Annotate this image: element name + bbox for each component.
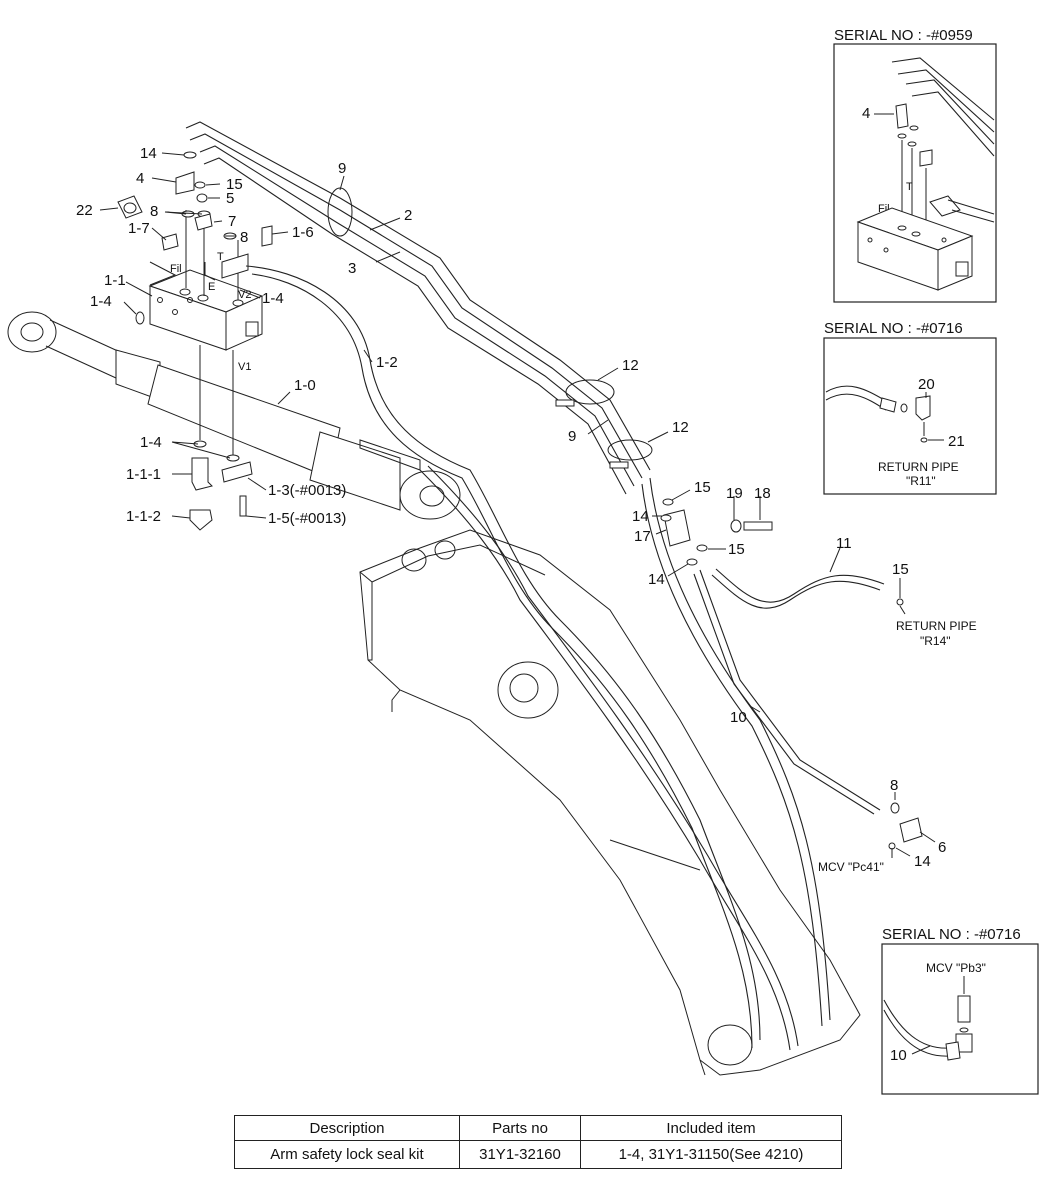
callout-15-c: 15: [728, 541, 745, 558]
callout-1-1-2: 1-1-2: [126, 508, 161, 525]
callout-10: 10: [730, 709, 747, 726]
callout-14-c: 14: [648, 571, 665, 588]
callout-9: 9: [338, 160, 346, 177]
inset-callout-10: 10: [890, 1047, 907, 1064]
callout-labels: 14 4 15 5 22 8 7 1-7 8 1-6 9 2 3 1-1 1-4…: [76, 145, 977, 874]
cell-description: Arm safety lock seal kit: [234, 1140, 460, 1169]
header-parts-no: Parts no: [459, 1115, 581, 1141]
inset-serial-0716-b: SERIAL NO : -#0716 MCV "Pb3" 10: [881, 926, 1039, 1095]
callout-8-c: 8: [890, 777, 898, 794]
callout-14-b: 14: [632, 508, 649, 525]
hose-lines: [185, 121, 885, 1051]
callout-12: 12: [622, 357, 639, 374]
callout-1-4-a: 1-4: [90, 293, 112, 310]
callout-8: 8: [150, 203, 158, 220]
cell-included-item: 1-4, 31Y1-31150(See 4210): [580, 1140, 842, 1169]
inset-title-0716-b: SERIAL NO : -#0716: [882, 926, 1021, 943]
callout-15-d: 15: [892, 561, 909, 578]
callout-5: 5: [226, 190, 234, 207]
note-mcv-pb3: MCV "Pb3": [926, 961, 986, 975]
safety-valve-block: Fil T E V2 V1: [148, 210, 264, 455]
note-r14: "R14": [920, 634, 951, 648]
arm-structure: [359, 529, 861, 1076]
callout-1-1: 1-1: [104, 272, 126, 289]
note-r11: "R11": [906, 474, 936, 488]
inset-callout-4: 4: [862, 105, 870, 122]
callout-9-b: 9: [568, 428, 576, 445]
callout-1-4-b: 1-4: [262, 290, 284, 307]
callout-1-5: 1-5(-#0013): [268, 510, 346, 527]
inset-title-0959: SERIAL NO : -#0959: [834, 27, 973, 44]
callout-15: 15: [226, 176, 243, 193]
callout-1-6: 1-6: [292, 224, 314, 241]
table-row: Arm safety lock seal kit 31Y1-32160 1-4,…: [234, 1140, 842, 1169]
callout-11: 11: [836, 535, 852, 552]
mark-fil: Fil: [170, 263, 182, 275]
inset-serial-0716-a: SERIAL NO : -#0716 20 21 RETURN PIPE "R1…: [823, 320, 997, 495]
seal-kit-table: Description Parts no Included item Arm s…: [234, 1115, 842, 1169]
callout-19: 19: [726, 485, 743, 502]
inset-title-0716-a: SERIAL NO : -#0716: [824, 320, 963, 337]
note-return-pipe-r11: RETURN PIPE: [878, 460, 959, 474]
cell-parts-no: 31Y1-32160: [459, 1140, 581, 1169]
callout-14-d: 14: [914, 853, 931, 870]
callout-22: 22: [76, 202, 93, 219]
callout-12-b: 12: [672, 419, 689, 436]
mark-v1: V1: [238, 361, 251, 373]
callout-17: 17: [634, 528, 651, 545]
header-description: Description: [234, 1115, 460, 1141]
header-included-item: Included item: [580, 1115, 842, 1141]
arm-cylinder: [7, 311, 461, 520]
callout-4: 4: [136, 170, 144, 187]
mark-v2: V2: [238, 289, 251, 301]
callout-6: 6: [938, 839, 946, 856]
callout-15-b: 15: [694, 479, 711, 496]
inset-mark-t: T: [906, 181, 913, 193]
callout-1-3: 1-3(-#0013): [268, 482, 346, 499]
valve-fittings: [117, 151, 273, 531]
note-return-pipe-r14: RETURN PIPE: [896, 619, 977, 633]
mark-t: T: [217, 251, 224, 263]
table-header-row: Description Parts no Included item: [234, 1115, 842, 1141]
clamps: [327, 187, 923, 858]
callout-8-b: 8: [240, 229, 248, 246]
inset-mark-fil: Fil: [878, 203, 890, 215]
callout-1-2: 1-2: [376, 354, 398, 371]
inset-callout-21: 21: [948, 433, 965, 450]
callout-1-0: 1-0: [294, 377, 316, 394]
callout-1-7: 1-7: [128, 220, 150, 237]
callout-7: 7: [228, 213, 236, 230]
leader-lines: [99, 152, 936, 857]
mark-e: E: [208, 281, 215, 293]
callout-1-4-c: 1-4: [140, 434, 162, 451]
inset-callout-20: 20: [918, 376, 935, 393]
callout-3: 3: [348, 260, 356, 277]
inset-serial-0959: SERIAL NO : -#0959 4 Fil T: [833, 27, 997, 303]
callout-2: 2: [404, 207, 412, 224]
callout-18: 18: [754, 485, 771, 502]
callout-1-1-1: 1-1-1: [126, 466, 161, 483]
note-mcv-pc41: MCV "Pc41": [818, 860, 884, 874]
callout-14: 14: [140, 145, 157, 162]
